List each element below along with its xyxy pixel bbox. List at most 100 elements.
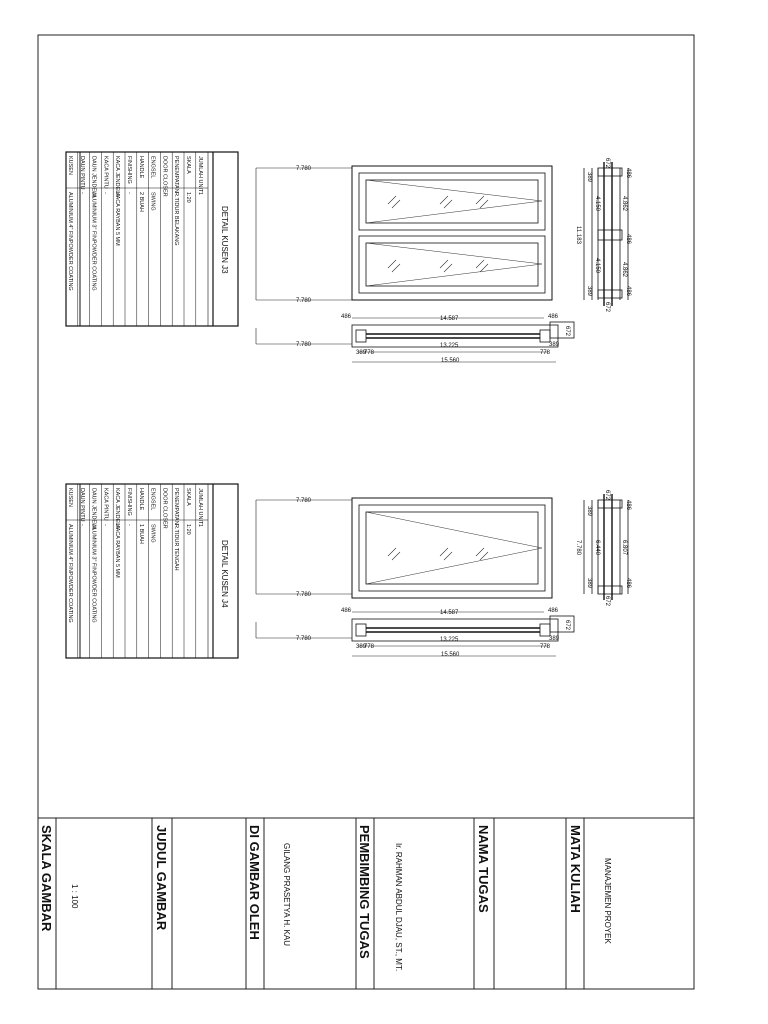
digambar-value: GILANG PRASETYA H. KAU (282, 843, 291, 946)
table-row-label: DOOR CLOSER (161, 488, 167, 529)
dim-sec-left-top-j4: 486 (341, 608, 352, 614)
dim-sec-right-top-j4: 486 (548, 608, 559, 614)
dim-right-mid-b-j4: 6.807 (621, 540, 627, 556)
table-row-value: 1:20 (185, 524, 191, 535)
table-row-value: - (102, 192, 108, 194)
table-row-label: FINISHING (126, 488, 132, 516)
dim-right-bottom-c-j4: 672 (604, 596, 610, 607)
table-row-value: ALUMINIUM 3" FINPOWDER COATING (91, 192, 97, 291)
dim-right-mid-c-j3: 4.150 (594, 196, 600, 212)
table-row-value: 1:20 (185, 192, 191, 203)
dim-right-overall-j3: 11.183 (575, 226, 581, 245)
sheet-border (37, 34, 695, 990)
table-row-label: SKALA (185, 156, 191, 174)
table-row-value: - (79, 192, 85, 194)
table-row-value: ALUMINIUM 4" FINPOWDER COATING (67, 524, 73, 623)
dim-sec-right-top-j3: 486 (548, 314, 559, 320)
table-row-label: SKALA (185, 488, 191, 506)
dim-sec-overall-j4: 15.560 (441, 652, 460, 658)
dim-sec-right-side-j4: 672 (564, 620, 570, 631)
table-row-label: DAUN JENDELA (91, 488, 97, 530)
table-row-value: 1 (197, 192, 203, 195)
horizontal-section-j3: 7.780 486 14.587 486 672 389 778 13.225 … (255, 314, 575, 364)
dim-sec-right-side-j3: 672 (564, 326, 570, 337)
table-row-value: 2 BUAH (138, 192, 144, 212)
dim-sec-left-bot-b-j3: 778 (364, 350, 375, 356)
dim-right-low-b-j3: 4.862 (621, 262, 627, 278)
judul-label: JUDUL GAMBAR (154, 825, 169, 931)
elevation-j3: 7.780 7.780 (255, 165, 553, 304)
dim-right-bottom-a-j4: 389 (586, 578, 592, 589)
dim-right-bottom-a-j3: 389 (586, 286, 592, 297)
dim-right-top-a-j3: 672 (604, 158, 610, 169)
table-row-value: KACA RAYBAN 5 MM (114, 524, 120, 578)
dim-right-mid-d-j3: 486 (625, 234, 631, 245)
table-row-label: KUSEN (67, 156, 73, 175)
vertical-section-j4: 672 486 389 6.807 6.440 7.780 389 486 67… (575, 490, 631, 607)
dim-sec-right-bot-a-j4: 389 (549, 636, 560, 642)
pembimbing-label: PEMBIMBING TUGAS (357, 825, 372, 959)
table-row-label: ENGSEL (150, 488, 156, 510)
detail-title-j4: DETAIL KUSEN J4 (220, 540, 229, 608)
dim-sec-left-bot-a-j3: 389 (356, 350, 367, 356)
mata-kuliah-value: MANAJEMEN PROYEK (603, 858, 612, 944)
table-row-label: DAUN PINTU (79, 156, 85, 190)
table-row-value: - (161, 524, 167, 526)
dim-right-top-b-j4: 486 (625, 500, 631, 511)
table-row-value: 1 (197, 524, 203, 527)
table-row-label: FINISHING (126, 156, 132, 184)
dim-right-overall-j4: 7.780 (575, 540, 581, 556)
table-row-value: 1 BUAH (138, 524, 144, 544)
dim-right-mid-b-j3: 4.862 (621, 196, 627, 212)
table-row-label: KACA PINTU (102, 156, 108, 189)
dim-sec-mid-j4: 13.225 (440, 637, 459, 643)
skala-value: 1 : 100 (70, 884, 79, 909)
dim-side-section-j4: 7.780 (296, 636, 312, 642)
dim-sec-left-bot-a-j4: 389 (356, 644, 367, 650)
pembimbing-value: Ir. RAHMAN ABDUL DJAU, ST., MT. (394, 843, 403, 971)
dim-sec-right-bot-a-j3: 389 (549, 342, 560, 348)
table-row-label: DAUN JENDELA (91, 156, 97, 198)
dim-side-top-j3: 7.780 (296, 166, 312, 172)
table-row-label: DAUN PINTU (79, 488, 85, 522)
table-row-label: KUSEN (67, 488, 73, 507)
dim-sec-mid-j3: 13.225 (440, 343, 459, 349)
dim-right-top-b-j3: 486 (625, 168, 631, 179)
dim-side-bottom-j3: 7.780 (296, 298, 312, 304)
dim-side-bottom-j4: 7.780 (296, 592, 312, 598)
dim-sec-left-top-j3: 486 (341, 314, 352, 320)
table-row-value: - (126, 524, 132, 526)
elevation-j4: 7.780 7.780 (255, 497, 553, 599)
table-row-label: JUMLAH UNIT (197, 488, 203, 525)
table-row-label: DOOR CLOSER (161, 156, 167, 197)
mata-kuliah-label: MATA KULIAH (568, 825, 583, 913)
table-row-label: HANDLE (138, 488, 144, 511)
table-row-value: SWING (150, 192, 156, 211)
table-row-value: SWING (150, 524, 156, 543)
table-row-value: KACA RAYBAN 5 MM (114, 192, 120, 246)
dim-side-top-j4: 7.780 (296, 498, 312, 504)
dim-right-low-a-j3: 4.150 (594, 258, 600, 274)
table-row-label: ENGSEL (150, 156, 156, 178)
dim-sec-top-j3: 14.587 (440, 316, 459, 322)
dim-right-bottom-b-j4: 486 (625, 578, 631, 589)
dim-right-top-a-j4: 672 (604, 490, 610, 501)
dim-sec-right-bot-b-j4: 778 (540, 644, 551, 650)
dim-sec-top-j4: 14.587 (440, 610, 459, 616)
dim-sec-overall-j3: 15.560 (441, 358, 460, 364)
vertical-section-j3: 672 486 389 4.862 4.150 486 11.183 4.150… (575, 158, 631, 313)
table-row-value: - (79, 524, 85, 526)
table-row-label: JUMLAH UNIT (197, 156, 203, 193)
table-row-value: R.TIDUR TENGAH (173, 524, 179, 571)
spec-table-j4: DETAIL KUSEN J4 KUSEN ALUMINIUM 4" FINPOW… (65, 483, 239, 659)
dim-sec-right-bot-b-j3: 778 (540, 350, 551, 356)
dim-right-mid-a-j3: 389 (586, 172, 592, 183)
dim-sec-left-bot-b-j4: 778 (364, 644, 375, 650)
detail-title-j3: DETAIL KUSEN J3 (220, 206, 229, 274)
table-row-value: R.TIDUR BELAKANG (173, 192, 179, 245)
table-row-value: - (102, 524, 108, 526)
table-row-value: - (126, 192, 132, 194)
table-row-label: KACA JENDELA (114, 156, 120, 197)
